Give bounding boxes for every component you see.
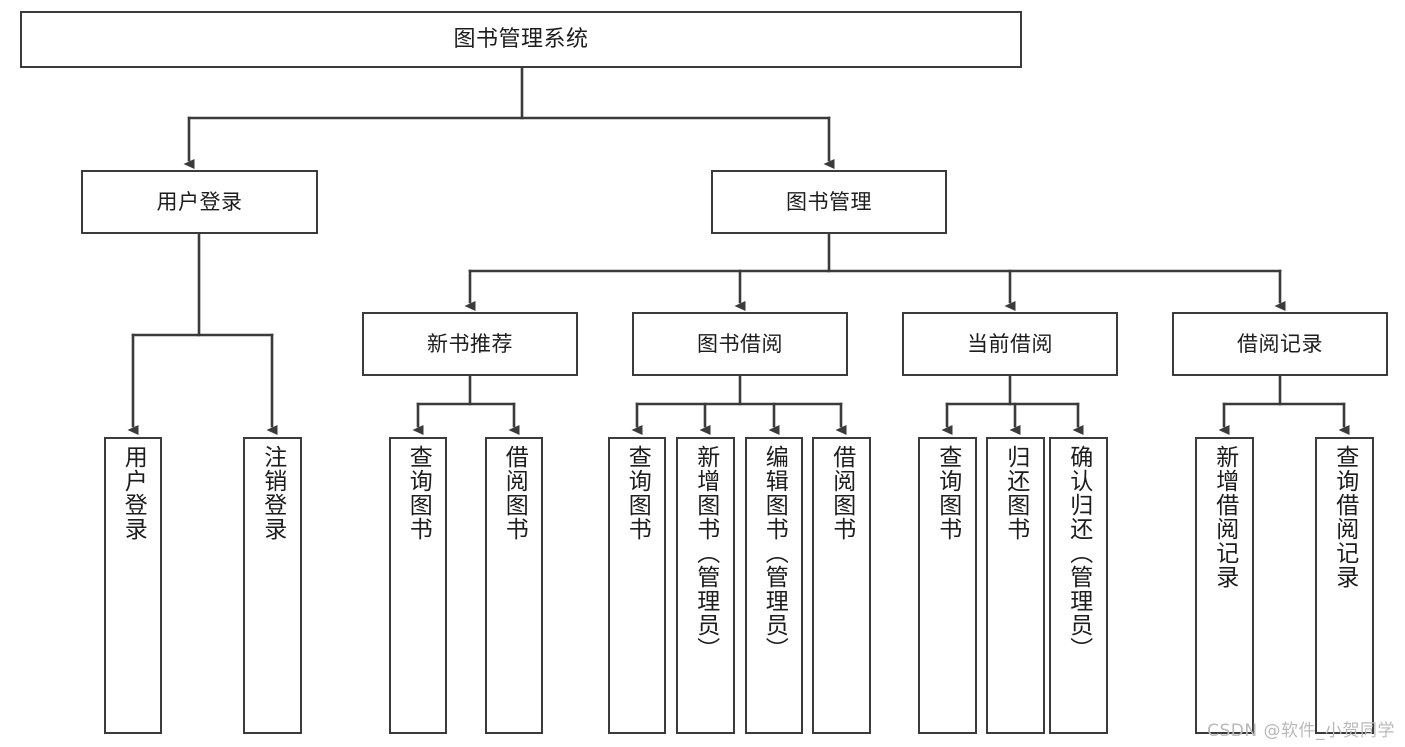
node-book-borrow[interactable]: 图书借阅 (632, 312, 848, 376)
node-borrow-record[interactable]: 借阅记录 (1172, 312, 1388, 376)
leaf-currentborrow-confirm-return[interactable]: 确认归还（管理员） (1049, 437, 1108, 734)
node-label: 编辑图书（管理员） (761, 445, 788, 661)
node-label: 图书管理 (786, 189, 872, 214)
node-label: 确认归还（管理员） (1065, 445, 1092, 661)
node-label: 用户登录 (120, 445, 147, 541)
node-label: 用户登录 (156, 189, 243, 214)
leaf-user-login[interactable]: 用户登录 (104, 437, 162, 734)
leaf-currentborrow-return-book[interactable]: 归还图书 (986, 437, 1045, 734)
node-label: 新书推荐 (427, 331, 513, 356)
node-label: 注销登录 (259, 445, 286, 541)
node-book-management[interactable]: 图书管理 (711, 170, 947, 234)
node-label: 查询借阅记录 (1331, 445, 1358, 589)
node-label: 图书管理系统 (453, 26, 589, 52)
node-book-management-system[interactable]: 图书管理系统 (20, 11, 1022, 68)
node-label: 查询图书 (624, 445, 651, 541)
node-label: 借阅记录 (1237, 331, 1323, 356)
leaf-borrowrecord-query-record[interactable]: 查询借阅记录 (1315, 437, 1374, 734)
leaf-borrowrecord-add-record[interactable]: 新增借阅记录 (1195, 437, 1254, 734)
node-label: 查询图书 (405, 445, 432, 541)
node-new-book-recommend[interactable]: 新书推荐 (362, 312, 578, 376)
node-user-login[interactable]: 用户登录 (81, 170, 318, 234)
leaf-currentborrow-query-book[interactable]: 查询图书 (918, 437, 977, 734)
node-label: 借阅图书 (501, 445, 528, 541)
leaf-newbook-query-book[interactable]: 查询图书 (389, 437, 447, 734)
node-label: 新增借阅记录 (1211, 445, 1238, 589)
node-label: 图书借阅 (697, 331, 783, 356)
leaf-newbook-borrow-book[interactable]: 借阅图书 (485, 437, 543, 734)
node-label: 借阅图书 (828, 445, 855, 541)
node-label: 当前借阅 (967, 331, 1053, 356)
leaf-bookborrow-add-book[interactable]: 新增图书（管理员） (676, 437, 735, 734)
leaf-bookborrow-query-book[interactable]: 查询图书 (608, 437, 666, 734)
node-label: 查询图书 (934, 445, 961, 541)
leaf-logout[interactable]: 注销登录 (243, 437, 302, 734)
leaf-bookborrow-edit-book[interactable]: 编辑图书（管理员） (745, 437, 803, 734)
node-current-borrow[interactable]: 当前借阅 (902, 312, 1118, 376)
node-label: 新增图书（管理员） (692, 445, 719, 661)
leaf-bookborrow-borrow-book[interactable]: 借阅图书 (812, 437, 871, 734)
node-label: 归还图书 (1002, 445, 1029, 541)
